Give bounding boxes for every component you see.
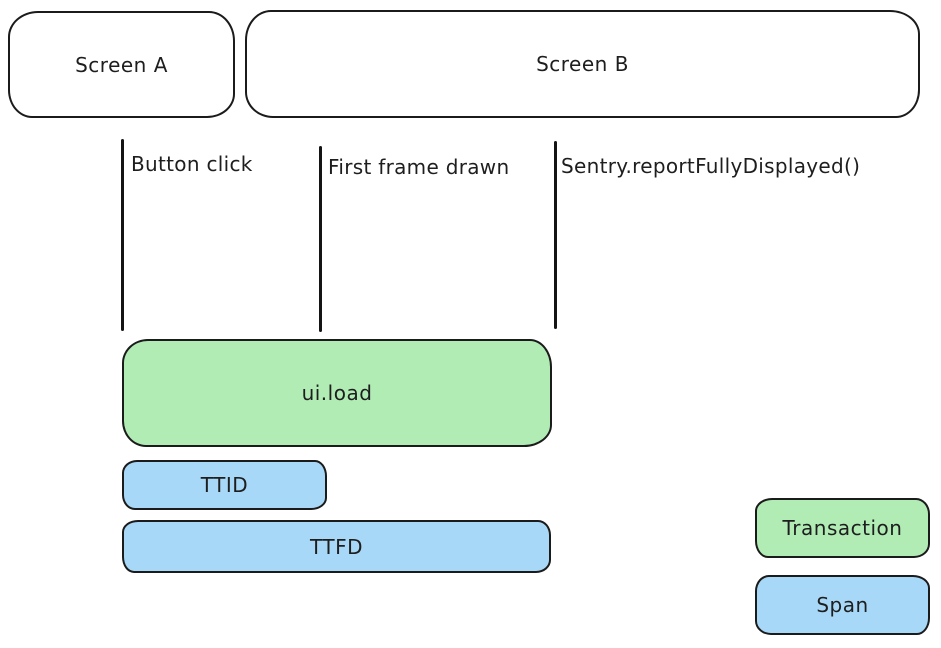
legend-item-transaction: Transaction bbox=[755, 498, 930, 558]
event-label-button-click: Button click bbox=[131, 152, 253, 176]
ttid-label: TTID bbox=[200, 473, 249, 497]
event-label-first-frame-drawn: First frame drawn bbox=[328, 155, 510, 179]
ttfd-label: TTFD bbox=[310, 534, 363, 559]
screen-b-box: Screen B bbox=[245, 10, 920, 118]
event-label-report-fully-displayed: Sentry.reportFullyDisplayed() bbox=[561, 154, 861, 178]
legend-span-label: Span bbox=[816, 593, 869, 617]
transaction-bar-ui-load: ui.load bbox=[122, 339, 552, 447]
legend-transaction-label: Transaction bbox=[782, 516, 903, 540]
screen-a-box: Screen A bbox=[8, 11, 235, 118]
ui-load-label: ui.load bbox=[301, 381, 373, 405]
span-bar-ttid: TTID bbox=[122, 460, 327, 510]
event-line-button-click bbox=[121, 139, 124, 331]
screen-b-label: Screen B bbox=[536, 52, 629, 76]
legend-item-span: Span bbox=[755, 575, 930, 635]
screen-a-label: Screen A bbox=[75, 52, 168, 77]
event-line-report-fully-displayed bbox=[554, 141, 557, 329]
span-bar-ttfd: TTFD bbox=[122, 520, 551, 573]
event-line-first-frame-drawn bbox=[319, 146, 322, 332]
